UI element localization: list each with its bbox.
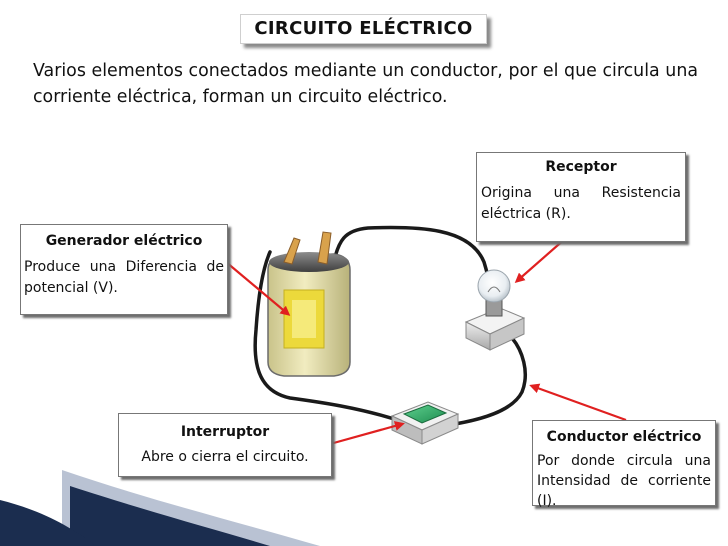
arrow-interruptor: [329, 421, 405, 446]
arrow-conductor: [529, 383, 627, 422]
intro-text: Varios elementos conectados mediante un …: [33, 61, 698, 107]
arrow-generador: [225, 261, 291, 316]
decorative-corner: [0, 470, 320, 546]
callout-receptor: Receptor Origina una Resistencia eléctri…: [476, 152, 686, 242]
callout-generador: Generador eléctrico Produce una Diferenc…: [20, 224, 228, 315]
page-title: CIRCUITO ELÉCTRICO: [240, 14, 487, 44]
battery-icon: [267, 231, 351, 377]
callout-body: Por donde circula una Intensidad de corr…: [537, 453, 711, 509]
pointer-arrows: [225, 237, 627, 446]
callout-body: Abre o cierra el circuito.: [141, 449, 309, 465]
callout-heading: Interruptor: [180, 424, 270, 440]
callout-conductor: Conductor eléctrico Por donde circula un…: [532, 420, 716, 509]
callout-heading: Receptor: [545, 159, 617, 175]
callout-body: Produce una Diferencia de potencial (V).: [24, 259, 224, 296]
callout-heading: Conductor eléctrico: [546, 429, 702, 445]
arrow-receptor: [514, 237, 567, 283]
callout-body: Origina una Resistencia eléctrica (R).: [481, 185, 681, 222]
switch-icon: [390, 401, 460, 445]
callout-interruptor: Interruptor Abre o cierra el circuito.: [118, 413, 332, 477]
callout-heading: Generador eléctrico: [45, 233, 203, 249]
light-bulb-icon: [464, 269, 526, 351]
